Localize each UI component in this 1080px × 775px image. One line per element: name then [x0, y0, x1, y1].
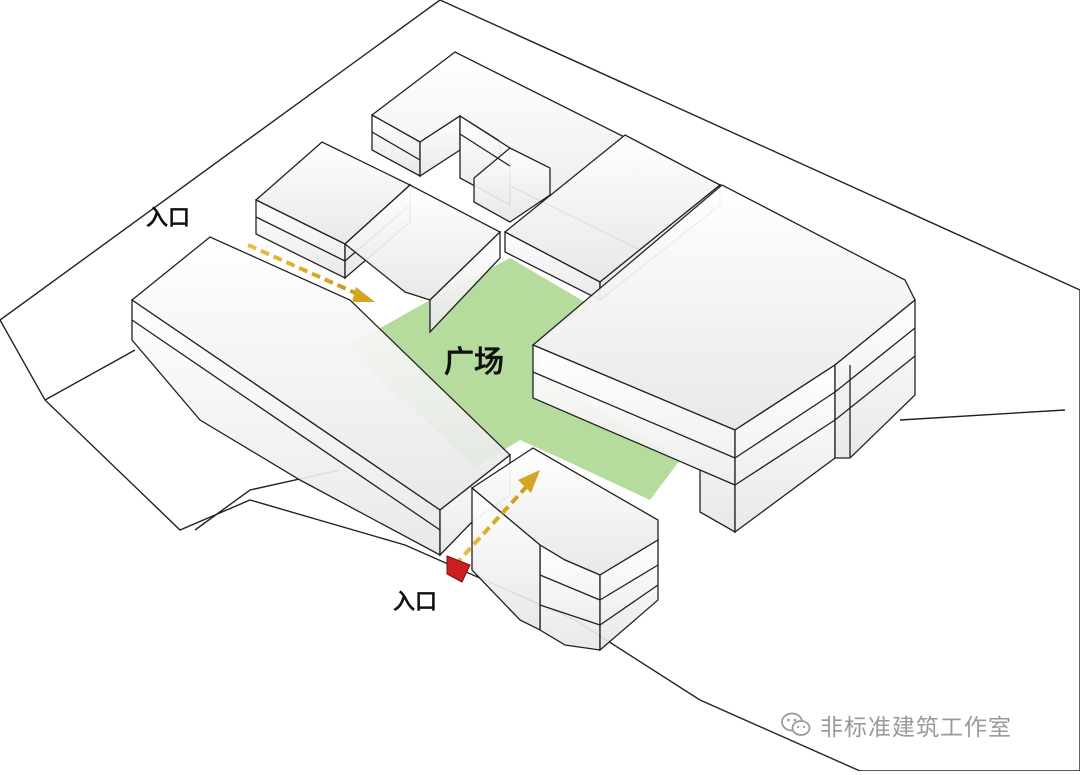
site-line-right — [899, 409, 1066, 421]
wechat-icon — [781, 712, 811, 736]
watermark-text: 非标准建筑工作室 — [820, 715, 1012, 741]
plaza-label: 广场 — [444, 345, 504, 380]
site-line-left — [44, 349, 136, 401]
entrance-label-south: 入口 — [393, 589, 438, 615]
entrance-arrow-top — [247, 243, 375, 302]
entrance-arrow-bottom — [453, 470, 540, 567]
building-south — [470, 447, 659, 652]
building-middle — [343, 184, 502, 334]
entrance-label-north: 入口 — [146, 205, 191, 231]
entrance-marker — [446, 555, 471, 583]
watermark: 非标准建筑工作室 — [780, 705, 1012, 745]
building-east — [531, 184, 916, 534]
